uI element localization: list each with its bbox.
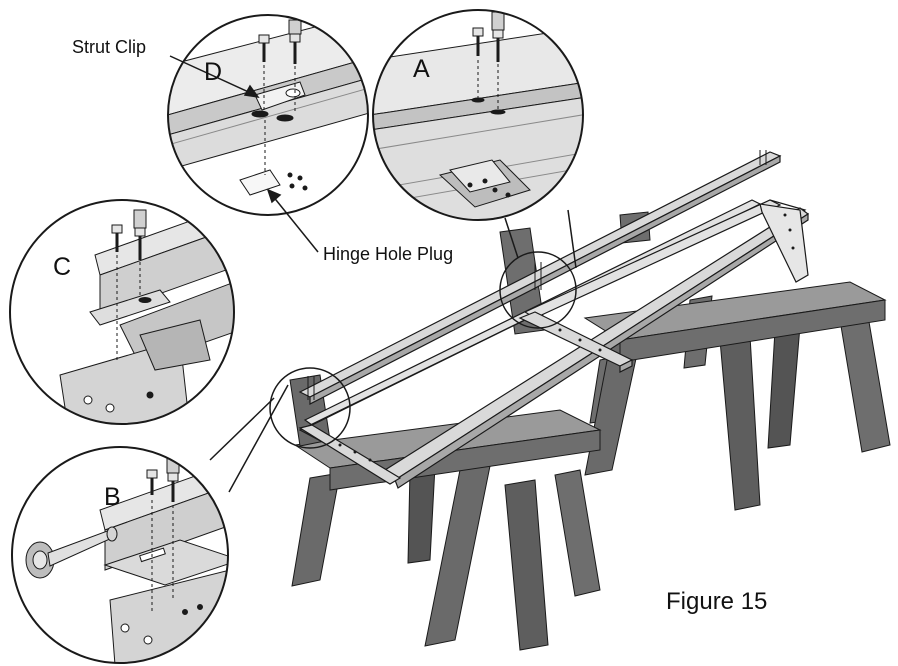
rail-screws <box>307 150 767 400</box>
magnifier-a-ring <box>499 251 577 329</box>
detail-b-label: B <box>104 483 121 511</box>
detail-a-illustration <box>372 9 584 221</box>
figure-caption: Figure 15 <box>666 588 768 615</box>
strut-clip-callout: Strut Clip <box>72 37 147 57</box>
detail-a-label: A <box>413 55 430 83</box>
sawhorse-right <box>583 281 891 511</box>
detail-d-illustration <box>167 14 369 216</box>
frame-holes <box>338 213 795 462</box>
callout-arrows <box>169 55 319 253</box>
magnifier-b-ring <box>269 367 351 449</box>
detail-c-label: C <box>53 253 72 281</box>
detail-b-illustration <box>11 446 229 664</box>
detail-d-label: D <box>204 58 223 86</box>
detail-c-illustration <box>9 199 235 425</box>
sawhorse-front <box>289 374 602 651</box>
hinge-hole-plug-callout: Hinge Hole Plug <box>323 244 454 264</box>
door-section-frame <box>298 151 810 489</box>
detail-leader-lines <box>209 209 577 493</box>
